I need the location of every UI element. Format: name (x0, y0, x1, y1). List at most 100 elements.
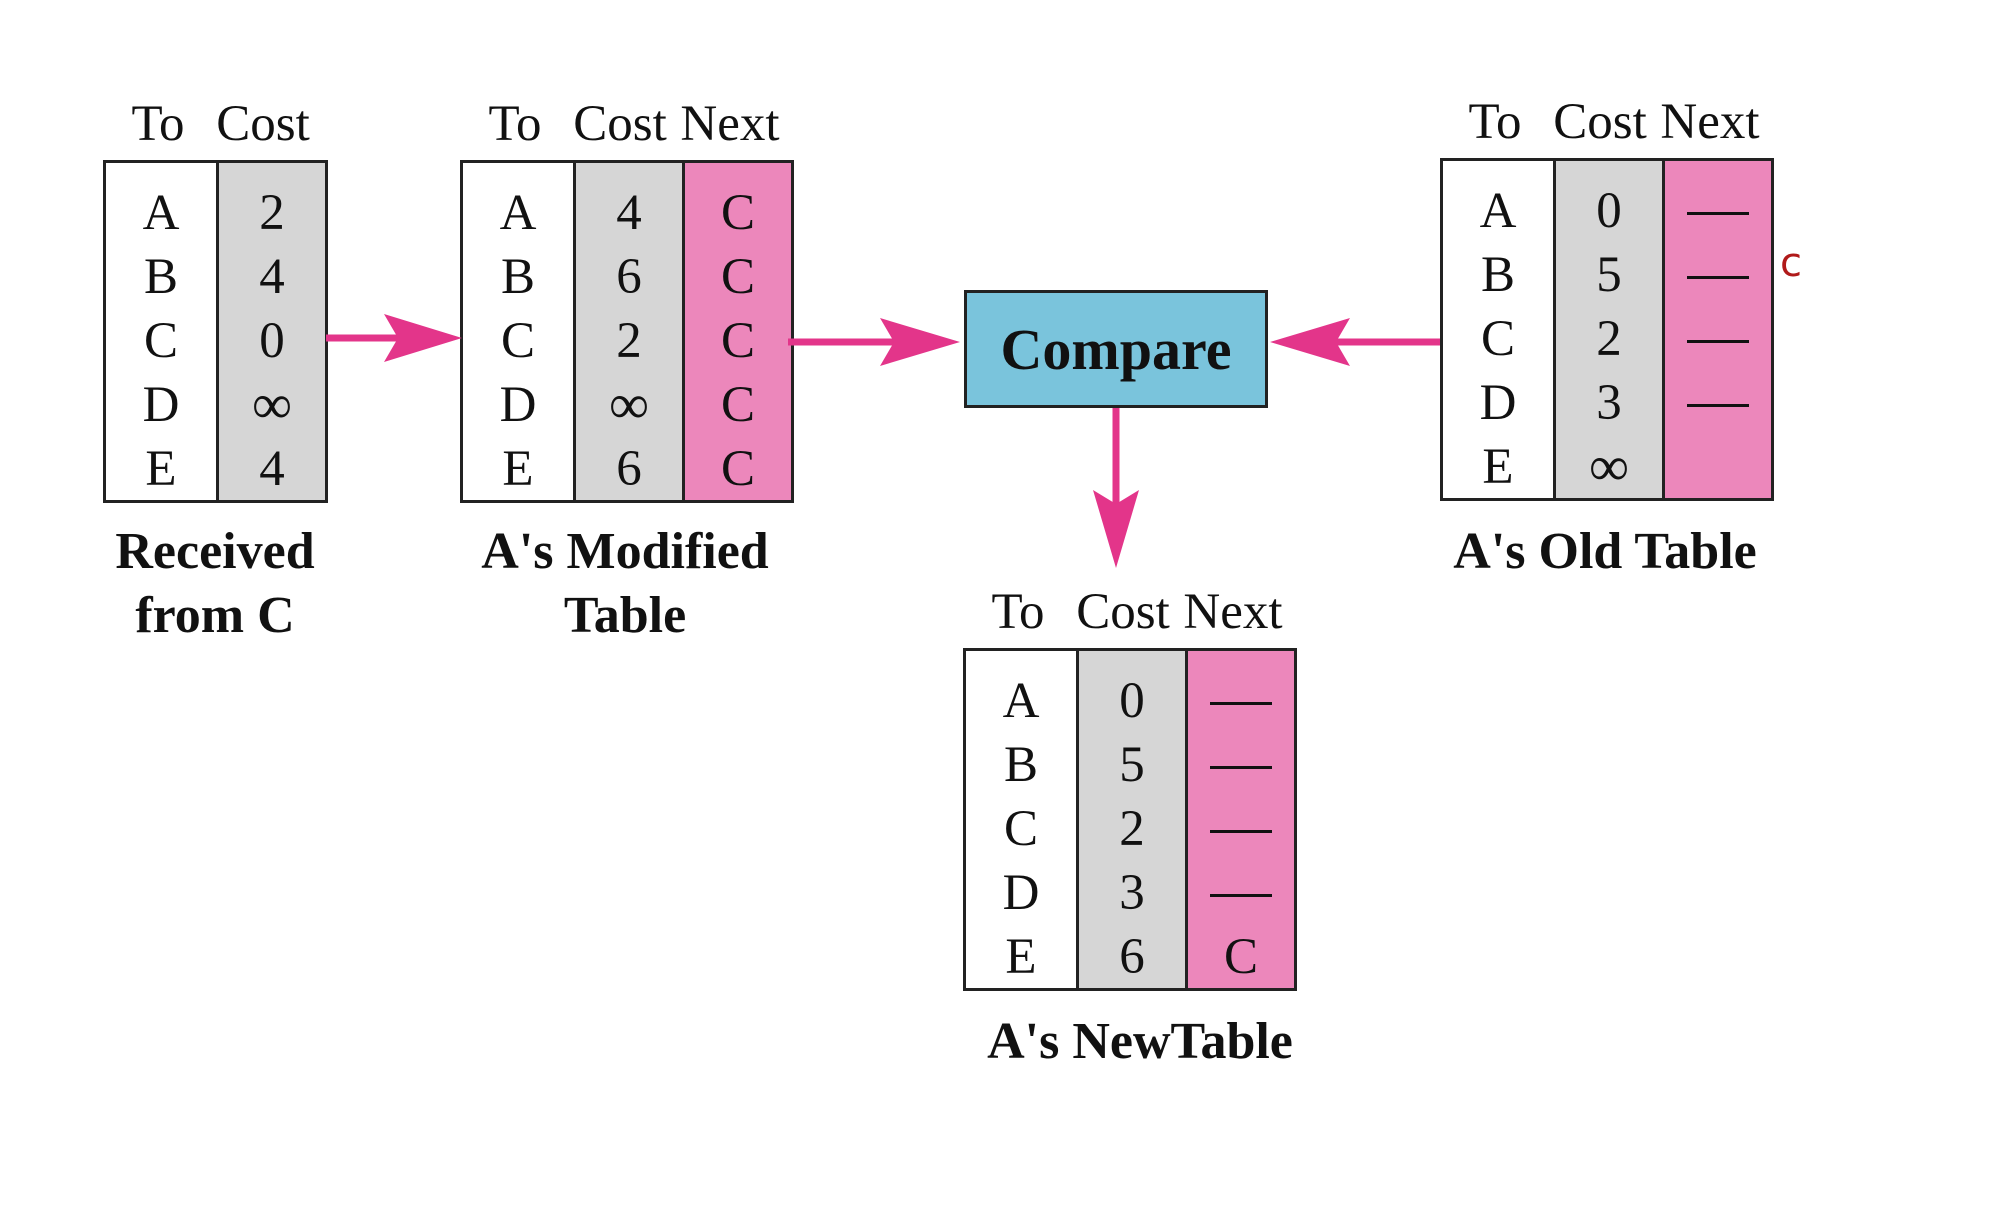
cost-cell: 6 (1119, 929, 1145, 985)
header-next: Next (1183, 584, 1283, 640)
next-cell (1188, 861, 1294, 925)
cost-cell: ∞ (252, 374, 292, 436)
dash-mark (1687, 403, 1749, 407)
to-cell: B (500, 249, 536, 305)
cost-cell: 0 (259, 313, 285, 369)
to-cell: D (1479, 375, 1517, 431)
old-caption: A's Old Table (1410, 520, 1800, 584)
to-cell: D (1002, 865, 1040, 921)
next-column: C C C C C (682, 163, 791, 500)
cost-cell: ∞ (609, 374, 649, 436)
to-cell: A (1002, 673, 1040, 729)
new-caption: A's NewTable (950, 1010, 1330, 1074)
next-cell (1188, 733, 1294, 797)
to-cell: E (1482, 439, 1514, 495)
caption-line: A's Modified (481, 523, 769, 580)
cost-cell: 2 (259, 185, 285, 241)
compare-box: Compare (964, 290, 1268, 408)
next-cell: C (1223, 929, 1259, 985)
next-cell (1188, 669, 1294, 733)
modified-caption: A's Modified Table (440, 520, 810, 648)
next-cell (1665, 243, 1771, 307)
to-cell: A (142, 185, 180, 241)
next-cell: C (720, 377, 756, 433)
to-cell: A (1479, 183, 1517, 239)
header-to: To (991, 584, 1045, 640)
to-cell: B (143, 249, 179, 305)
next-cell: C (720, 249, 756, 305)
to-cell: D (142, 377, 180, 433)
table-grid: A B C D E 4 6 2 ∞ 6 C C C C C (460, 160, 794, 503)
cost-column: 4 6 2 ∞ 6 (573, 163, 682, 500)
to-cell: C (143, 313, 179, 369)
cost-cell: 2 (1119, 801, 1145, 857)
next-cell (1665, 179, 1771, 243)
cost-cell: 0 (1119, 673, 1145, 729)
to-cell: E (145, 441, 177, 497)
handwritten-annotation: c (1780, 240, 1802, 286)
table-grid: A B C D E 2 4 0 ∞ 4 (103, 160, 328, 503)
table-grid: A B C D E 0 5 2 3 ∞ (1440, 158, 1774, 501)
to-cell: B (1480, 247, 1516, 303)
dash-mark (1687, 211, 1749, 215)
cost-column: 0 5 2 3 ∞ (1553, 161, 1662, 498)
caption-line: Table (563, 587, 687, 644)
cost-cell: 0 (1596, 183, 1622, 239)
cost-cell: 2 (1596, 311, 1622, 367)
next-column (1662, 161, 1771, 498)
to-cell: D (499, 377, 537, 433)
cost-cell: 4 (259, 249, 285, 305)
next-cell (1665, 307, 1771, 371)
to-column: A B C D E (966, 651, 1076, 988)
to-cell: C (1003, 801, 1039, 857)
cost-cell: 2 (616, 313, 642, 369)
dash-mark (1210, 893, 1272, 897)
to-cell: C (1480, 311, 1516, 367)
to-cell: E (502, 441, 534, 497)
to-cell: C (500, 313, 536, 369)
to-cell: A (499, 185, 537, 241)
cost-cell: 4 (616, 185, 642, 241)
cost-cell: 5 (1119, 737, 1145, 793)
cost-cell: 6 (616, 441, 642, 497)
to-column: A B C D E (106, 163, 216, 500)
header-cost: Cost (216, 96, 310, 152)
cost-cell: 5 (1596, 247, 1622, 303)
compare-label: Compare (1000, 316, 1232, 382)
to-column: A B C D E (463, 163, 573, 500)
header-next: Next (680, 96, 780, 152)
caption-line: A's NewTable (987, 1013, 1293, 1070)
dash-mark (1687, 339, 1749, 343)
header-to: To (488, 96, 542, 152)
cost-cell: 3 (1119, 865, 1145, 921)
cost-cell: ∞ (1589, 436, 1629, 498)
next-cell: C (720, 185, 756, 241)
header-to: To (131, 96, 185, 152)
dash-mark (1210, 701, 1272, 705)
to-cell: E (1005, 929, 1037, 985)
header-cost: Cost (1076, 584, 1170, 640)
table-grid: A B C D E 0 5 2 3 6 C (963, 648, 1297, 991)
next-cell (1188, 797, 1294, 861)
to-cell: B (1003, 737, 1039, 793)
arrow-modified-to-compare (788, 318, 960, 366)
arrow-compare-to-new (1093, 408, 1139, 568)
header-cost: Cost (573, 96, 667, 152)
caption-line: Received (115, 523, 315, 580)
header-cost: Cost (1553, 94, 1647, 150)
cost-cell: 3 (1596, 375, 1622, 431)
dash-mark (1687, 275, 1749, 279)
dash-mark (1210, 765, 1272, 769)
arrow-old-to-compare (1270, 318, 1440, 366)
to-column: A B C D E (1443, 161, 1553, 498)
arrow-received-to-modified (326, 314, 462, 362)
received-caption: Received from C (80, 520, 350, 648)
cost-column: 0 5 2 3 6 (1076, 651, 1185, 988)
header-next: Next (1660, 94, 1760, 150)
caption-line: A's Old Table (1453, 523, 1757, 580)
dash-mark (1210, 829, 1272, 833)
next-column: C (1185, 651, 1294, 988)
next-cell: C (720, 313, 756, 369)
cost-cell: 6 (616, 249, 642, 305)
